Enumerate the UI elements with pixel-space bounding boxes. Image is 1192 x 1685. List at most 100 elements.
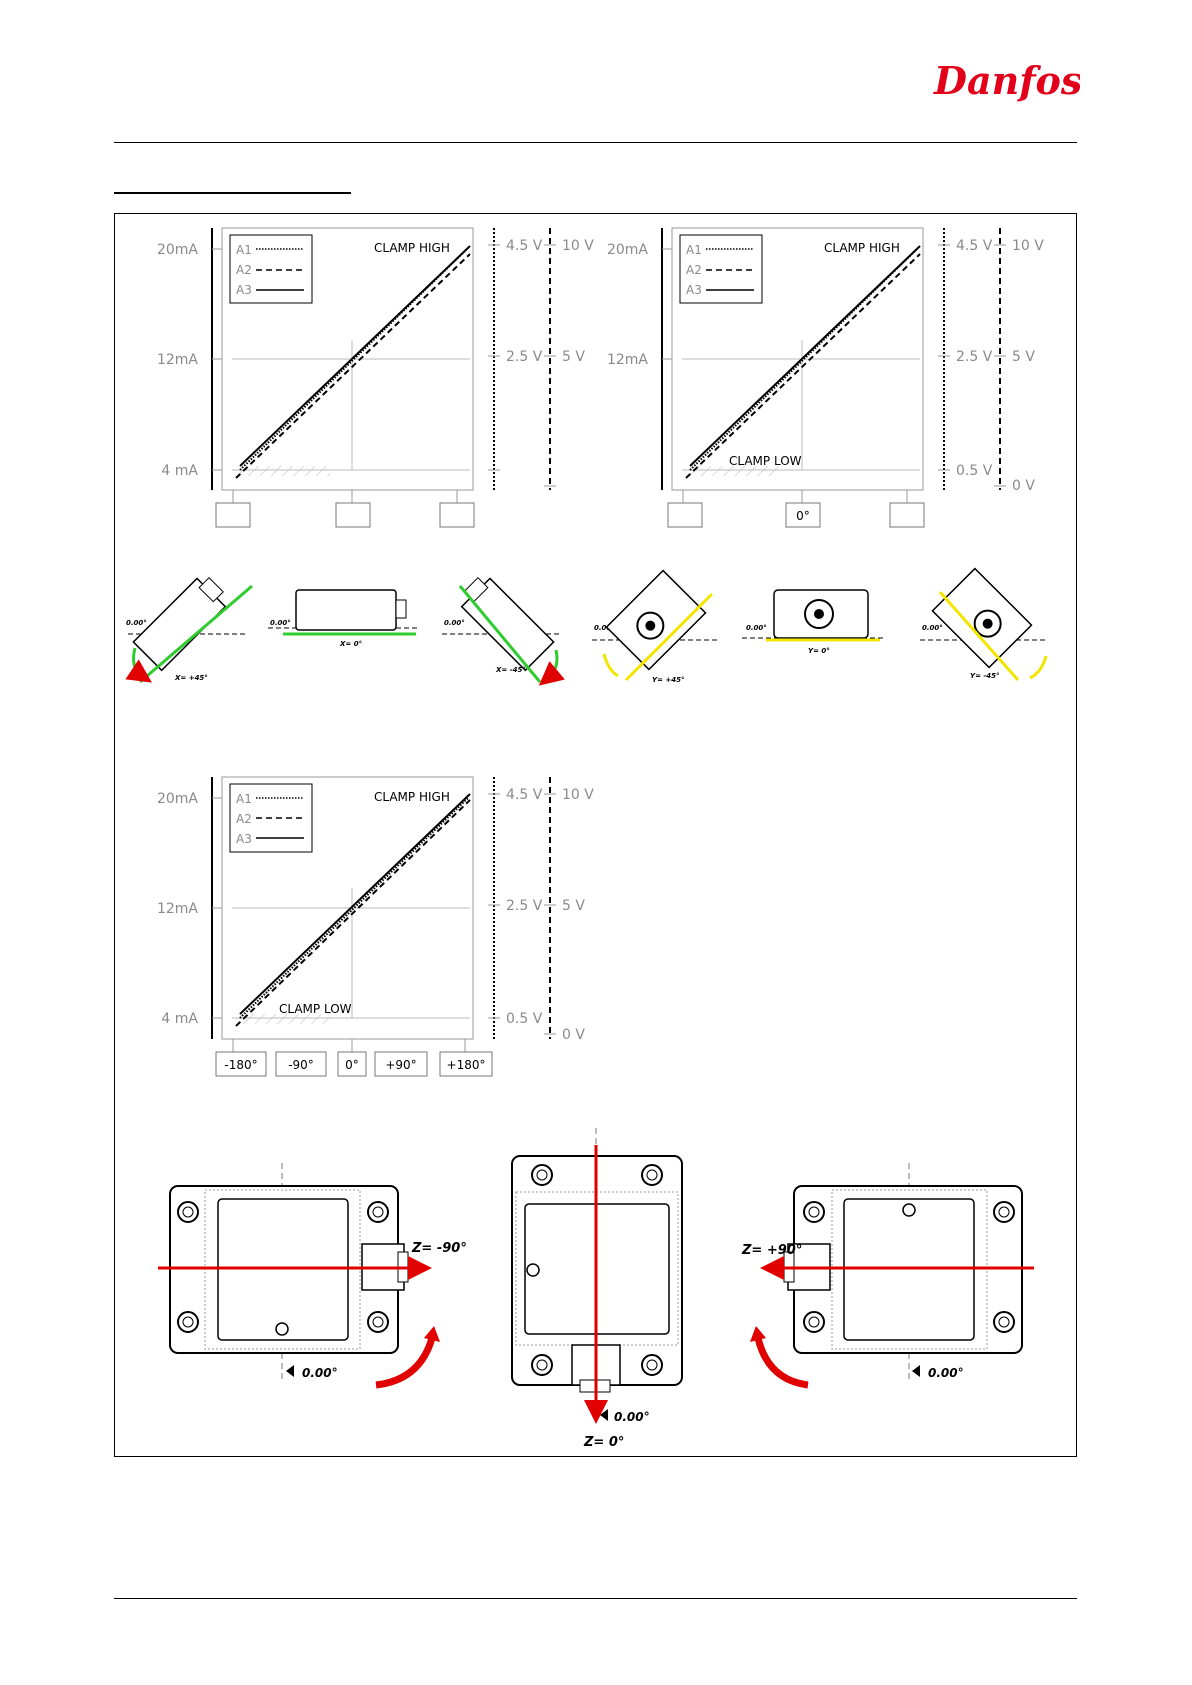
tick-0v: 0 V <box>1012 478 1035 494</box>
tick-4ma: 4 mA <box>161 1011 198 1027</box>
ref-label: 0.00° <box>614 1410 650 1424</box>
svg-text:0.00°: 0.00° <box>746 624 767 632</box>
clamp-high-label: CLAMP HIGH <box>374 241 450 255</box>
tilt-label: X= +45° <box>174 674 208 682</box>
angle-box <box>785 502 821 528</box>
angle-box <box>889 502 925 528</box>
legend-a2: A2 <box>236 263 252 277</box>
tilt-y-zero: 0.00° Y= 0° <box>742 589 886 655</box>
series-a2 <box>685 253 921 479</box>
tick-12ma: 12mA <box>157 901 198 917</box>
tick-0-5v: 0.5 V <box>956 463 993 479</box>
tick-5v: 5 V <box>562 898 585 914</box>
tilt-x-plus45: 0.00° X= +45° <box>125 576 253 684</box>
danfoss-logo: Danfoss <box>932 52 1104 112</box>
angle-box <box>439 502 475 528</box>
series-a3 <box>689 245 921 467</box>
legend-a2: A2 <box>236 812 252 826</box>
tick-5v: 5 V <box>562 349 585 365</box>
tick-2-5v: 2.5 V <box>956 349 993 365</box>
angle-box <box>439 1051 493 1077</box>
tick-0-5v: 0.5 V <box>506 1011 543 1027</box>
angle-label: +180° <box>447 1058 486 1072</box>
clamp-high-label: CLAMP HIGH <box>824 241 900 255</box>
tick-4-5v: 4.5 V <box>506 787 543 803</box>
clamp-high-label: CLAMP HIGH <box>374 790 450 804</box>
series-a3 <box>239 245 471 467</box>
ref-label: 0.00° <box>928 1366 964 1380</box>
rotation-label: Z= 0° <box>583 1435 624 1450</box>
legend-a1: A1 <box>236 792 252 806</box>
clamp-low-hatch <box>240 1014 330 1024</box>
svg-text:0.00°: 0.00° <box>444 619 465 627</box>
tilt-label: X= 0° <box>339 640 362 648</box>
angle-box <box>337 1051 367 1077</box>
svg-text:0.00°: 0.00° <box>126 619 147 627</box>
figure-frame <box>114 213 1077 1457</box>
tick-20ma: 20mA <box>157 791 198 807</box>
tick-20ma: 20mA <box>607 242 648 258</box>
tick-5v: 5 V <box>1012 349 1035 365</box>
tilt-y-plus45: 0.00° Y= +45° <box>592 569 720 684</box>
angle-label: -90° <box>288 1058 314 1072</box>
rotation-z-zero: 0.00° Z= 0° <box>511 1128 683 1450</box>
logo-text: Danfoss <box>933 58 1080 103</box>
legend-a3: A3 <box>236 283 252 297</box>
rotation-z-minus90: Z= -90° 0.00° <box>158 1163 467 1389</box>
tilt-figures-x: 0.00° X= +45° 0.00° X= 0° 0.00° <box>125 576 565 686</box>
angle-box <box>374 1051 428 1077</box>
angle-box <box>215 502 251 528</box>
svg-text:0.00°: 0.00° <box>922 624 943 632</box>
tick-2-5v: 2.5 V <box>506 898 543 914</box>
angle-box <box>335 502 371 528</box>
clamp-low-hatch <box>690 466 780 476</box>
angle-box <box>215 1051 267 1077</box>
tick-10v: 10 V <box>562 787 594 803</box>
legend-a1: A1 <box>686 243 702 257</box>
tick-12ma: 12mA <box>157 352 198 368</box>
rotation-z-plus90: Z= +90° 0.00° <box>741 1163 1034 1389</box>
tick-2-5v: 2.5 V <box>506 349 543 365</box>
angle-label: -180° <box>224 1058 257 1072</box>
angle-label: 0° <box>345 1058 359 1072</box>
tilt-label: Y= -45° <box>970 672 1000 680</box>
footer-rule <box>114 1598 1077 1599</box>
clamp-low-hatch <box>240 466 330 476</box>
angle-box <box>275 1051 327 1077</box>
clamp-low-label: CLAMP LOW <box>729 454 802 468</box>
tilt-x-zero: 0.00° X= 0° <box>268 589 420 648</box>
series-a2 <box>235 799 471 1027</box>
tilt-y-minus45: 0.00° Y= -45° <box>920 567 1048 681</box>
tilt-label: Y= 0° <box>808 647 830 655</box>
tick-0v: 0 V <box>562 1027 585 1043</box>
tick-12ma: 12mA <box>607 352 648 368</box>
tilt-figures-y: 0.00° Y= +45° 0.00° Y= 0° 0.00° <box>592 567 1048 684</box>
tilt-label: Y= +45° <box>652 676 684 684</box>
tick-4-5v: 4.5 V <box>956 238 993 254</box>
angle-box <box>667 502 703 528</box>
chart-y: 20mA 12mA A1 A2 A3 CLAMP HIGH CLAMP LOW … <box>607 227 1044 528</box>
svg-text:0.00°: 0.00° <box>594 624 615 632</box>
legend-a1: A1 <box>236 243 252 257</box>
legend <box>679 234 763 304</box>
rotation-label: Z= +90° <box>741 1243 802 1258</box>
section-heading-underline <box>114 192 351 194</box>
clamp-low-label: CLAMP LOW <box>279 1002 352 1016</box>
chart-x: 20mA 12mA 4 mA A1 A2 A3 CLAMP HIGH 4.5 V… <box>157 227 594 528</box>
tilt-x-minus45: 0.00° X= -45° <box>442 576 565 686</box>
svg-text:0.00°: 0.00° <box>270 619 291 627</box>
series-a1 <box>239 797 469 1019</box>
series-a2 <box>235 253 471 479</box>
tick-4-5v: 4.5 V <box>506 238 543 254</box>
series-a3 <box>239 793 471 1015</box>
tick-10v: 10 V <box>1012 238 1044 254</box>
angle-label: +90° <box>385 1058 416 1072</box>
tick-4ma: 4 mA <box>161 463 198 479</box>
legend-a3: A3 <box>236 832 252 846</box>
tilt-label: X= -45° <box>495 666 526 674</box>
tick-20ma: 20mA <box>157 242 198 258</box>
angle-label-0: 0° <box>796 509 810 523</box>
legend-a3: A3 <box>686 283 702 297</box>
ref-label: 0.00° <box>302 1366 338 1380</box>
